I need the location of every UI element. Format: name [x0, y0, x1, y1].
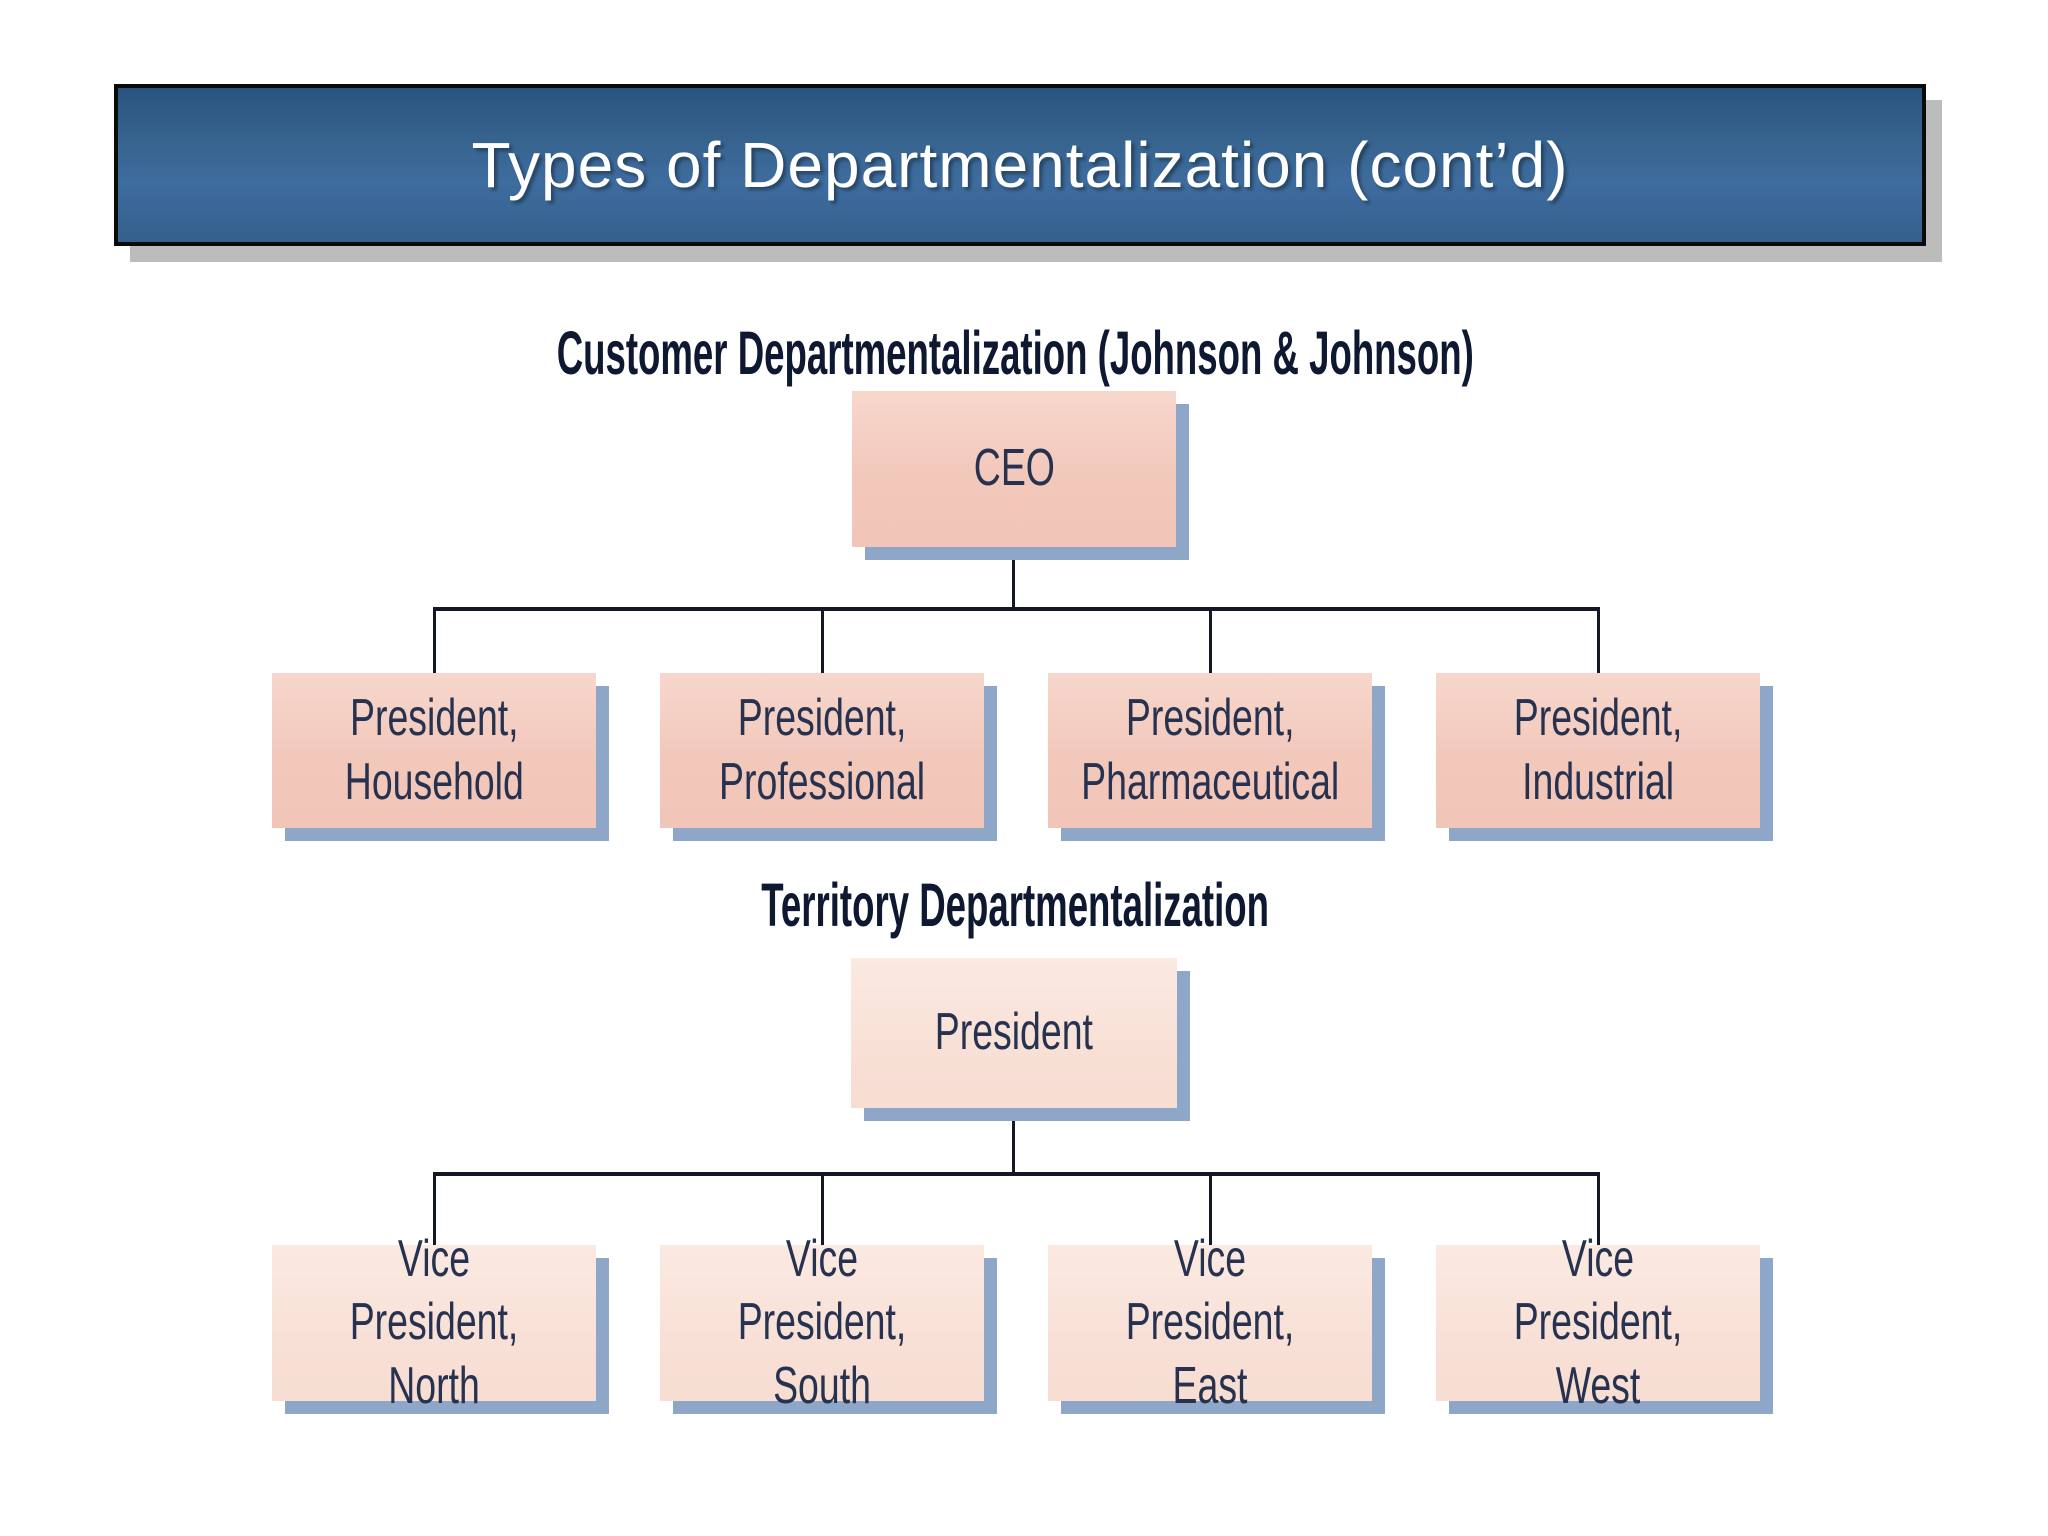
org-box-president-household-label: President, Household: [344, 689, 524, 811]
connector-customer-horizontal: [434, 607, 1600, 611]
org-box-president-industrial-label: President, Industrial: [1513, 689, 1683, 811]
slide-title: Types of Departmentalization (cont’d): [471, 129, 1569, 201]
org-box-vp-east-label: Vice President, East: [1125, 1229, 1295, 1415]
org-box-vp-south: Vice President, South: [660, 1230, 984, 1415]
connector-vp-west-drop: [1597, 1172, 1600, 1248]
title-banner: Types of Departmentalization (cont’d): [114, 84, 1926, 246]
section-heading-customer-text: Customer Departmentalization (Johnson & …: [556, 319, 1474, 387]
connector-territory-horizontal: [434, 1172, 1600, 1176]
org-box-vp-south-label: Vice President, South: [737, 1229, 907, 1415]
connector-vp-north-drop: [433, 1172, 436, 1248]
org-box-vp-east: Vice President, East: [1048, 1230, 1372, 1415]
connector-ceo-drop: [1012, 547, 1015, 609]
org-box-ceo: CEO: [852, 391, 1176, 547]
org-box-vp-north: Vice President, North: [272, 1230, 596, 1415]
org-box-president-label: President: [934, 1003, 1094, 1062]
connector-industrial-drop: [1597, 607, 1600, 675]
connector-vp-east-drop: [1209, 1172, 1212, 1248]
org-box-president-household: President, Household: [272, 673, 596, 828]
org-box-president-professional: President, Professional: [660, 673, 984, 828]
section-heading-customer: Customer Departmentalization (Johnson & …: [0, 318, 2030, 388]
section-heading-territory-text: Territory Departmentalization: [761, 871, 1269, 939]
connector-vp-south-drop: [821, 1172, 824, 1248]
org-box-vp-north-label: Vice President, North: [349, 1229, 519, 1415]
org-box-president-pharmaceutical-label: President, Pharmaceutical: [1080, 689, 1340, 811]
section-heading-territory: Territory Departmentalization: [0, 870, 2030, 940]
connector-household-drop: [433, 607, 436, 675]
connector-president-drop: [1012, 1108, 1015, 1174]
org-box-president-pharmaceutical: President, Pharmaceutical: [1048, 673, 1372, 828]
connector-pharmaceutical-drop: [1209, 607, 1212, 675]
org-box-vp-west: Vice President, West: [1436, 1230, 1760, 1415]
org-box-vp-west-label: Vice President, West: [1513, 1229, 1683, 1415]
org-box-president-professional-label: President, Professional: [718, 689, 926, 811]
org-box-ceo-label: CEO: [973, 439, 1055, 498]
org-box-president-industrial: President, Industrial: [1436, 673, 1760, 828]
org-box-president: President: [851, 958, 1177, 1108]
connector-professional-drop: [821, 607, 824, 675]
